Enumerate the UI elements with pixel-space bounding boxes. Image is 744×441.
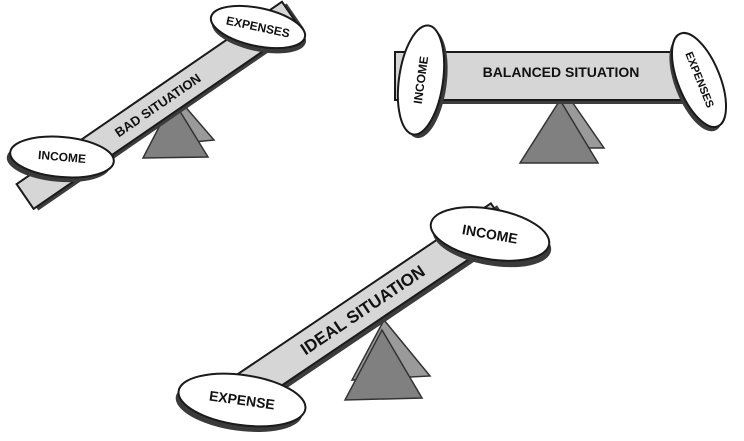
pan-ideal-left: EXPENSE (175, 372, 307, 432)
pan-label-bad-income: INCOME (37, 148, 86, 166)
fulcrum-ideal (343, 318, 432, 401)
pan-bad-right: EXPENSES (209, 4, 307, 54)
scale-ideal-situation: IDEAL SITUATION EXPENSE INCOME (175, 201, 552, 432)
title-ideal-situation: IDEAL SITUATION (297, 262, 428, 359)
pan-balanced-right: EXPENSES (669, 31, 728, 132)
pan-ideal-right: INCOME (429, 206, 552, 268)
pan-label-balanced-income: INCOME (411, 55, 432, 104)
beam-balanced: BALANCED SITUATION (394, 51, 710, 104)
title-balanced-situation: BALANCED SITUATION (483, 64, 640, 80)
fulcrum-balanced (518, 94, 606, 164)
scale-bad-situation: BAD SITUATION INCOME EXPENSES (6, 0, 307, 211)
pan-balanced-left: INCOME (396, 24, 448, 139)
fulcrum-bad (141, 94, 216, 159)
scale-balanced-situation: BALANCED SITUATION INCOME EXPENSES (394, 24, 728, 164)
pan-bad-left: INCOME (6, 135, 115, 183)
